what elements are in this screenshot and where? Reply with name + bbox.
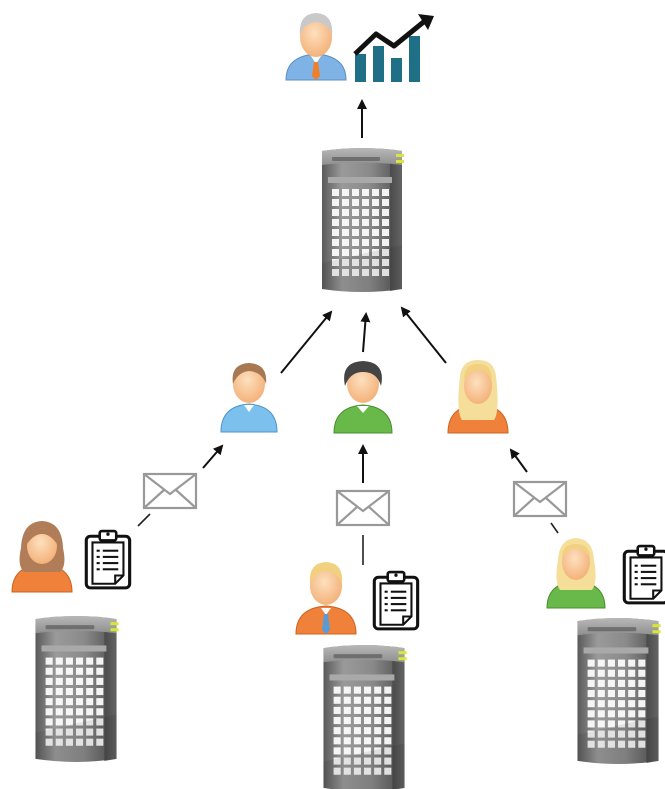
central-server-icon — [322, 148, 404, 292]
arrow-mid-right-to-server — [400, 306, 447, 364]
manager-person-icon — [285, 13, 347, 81]
envelope-icon-center — [335, 489, 391, 527]
clipboard-icon-center — [372, 570, 420, 631]
arrow-mid-left-to-server — [280, 310, 333, 374]
person-icon-mid-center — [333, 361, 393, 434]
person-icon-bottom-left — [11, 521, 73, 593]
clipboard-icon-right — [622, 544, 665, 605]
connector-dash-left — [137, 513, 151, 527]
clipboard-icon-left — [84, 529, 132, 590]
connector-dash-right — [550, 522, 559, 534]
person-icon-bottom-right — [546, 538, 606, 609]
arrow-mid-center-to-server — [360, 312, 371, 353]
envelope-icon-left — [142, 472, 198, 510]
envelope-icon-right — [512, 480, 568, 518]
arrow-bottom-right-to-mid-right — [509, 448, 528, 473]
server-icon-bottom-right — [577, 618, 661, 764]
server-icon-bottom-left — [35, 616, 119, 762]
person-icon-bottom-center — [295, 562, 357, 635]
growth-chart-icon — [353, 14, 434, 82]
arrow-bottom-left-to-mid-left — [202, 444, 224, 469]
person-icon-mid-left — [220, 363, 278, 433]
server-icon-bottom-center — [323, 645, 407, 789]
person-icon-mid-right — [447, 360, 509, 434]
